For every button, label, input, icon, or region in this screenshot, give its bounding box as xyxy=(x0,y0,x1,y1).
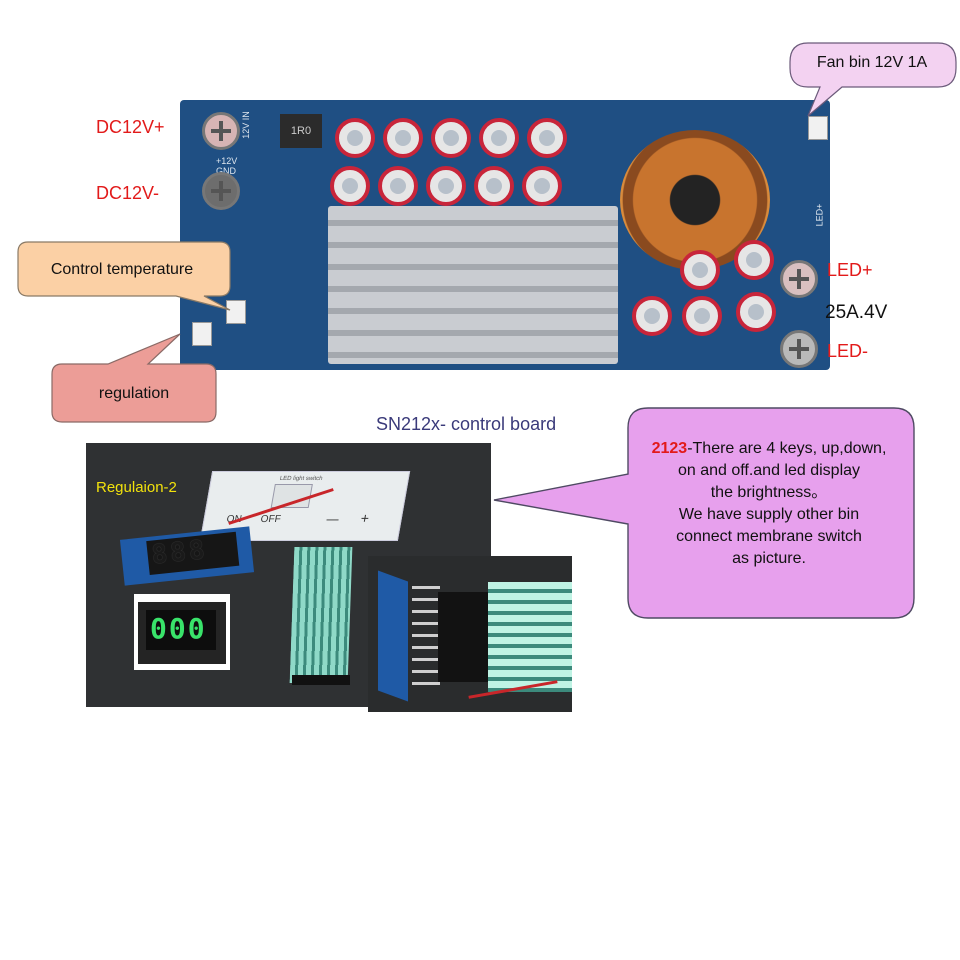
pcb-edge xyxy=(378,570,408,702)
capacitor xyxy=(734,240,774,280)
pcb-gnd-mark: +12V GND xyxy=(216,156,238,176)
temperature-callout-text: Control temperature xyxy=(50,261,194,278)
control-board-photo: 1R0 12V IN +12V GND LED+ xyxy=(170,88,846,388)
capacitor xyxy=(736,292,776,332)
panel-title: LED light switch xyxy=(279,476,323,482)
regulation-callout-text: regulation xyxy=(98,385,170,402)
capacitor xyxy=(426,166,466,206)
led-minus-terminal xyxy=(780,330,818,368)
capacitor xyxy=(680,250,720,290)
blue-display-digits: 888 xyxy=(150,534,210,571)
header-socket xyxy=(438,592,488,682)
description-line-1: 2123-There are 4 keys, up,down, xyxy=(651,440,887,457)
ribbon-traces xyxy=(488,582,572,692)
description-callout-shape xyxy=(493,407,915,619)
description-line-2: on and off.and led display xyxy=(677,462,861,479)
capacitor xyxy=(378,166,418,206)
fan-callout-shape xyxy=(789,42,957,117)
led-minus-label: LED- xyxy=(827,341,869,361)
model-number: 2123 xyxy=(651,440,688,457)
description-line-3: the brightness。 xyxy=(710,484,828,501)
temperature-callout-shape xyxy=(17,241,231,311)
description-line-5: connect membrane switch xyxy=(676,528,862,545)
capacitor xyxy=(479,118,519,158)
key-off[interactable]: OFF xyxy=(259,514,282,525)
pcb: 1R0 12V IN +12V GND LED+ xyxy=(180,100,830,370)
fan-callout-text: Fan bin 12V 1A xyxy=(816,54,928,71)
capacitor xyxy=(682,296,722,336)
blue-display-module: 888 xyxy=(119,526,255,586)
green-display-inset: 000 xyxy=(134,594,230,670)
capacitor xyxy=(330,166,370,206)
led-plus-terminal xyxy=(780,260,818,298)
current-spec-label: 25A.4V xyxy=(825,302,888,323)
description-callout-text: 2123-There are 4 keys, up,down, on and o… xyxy=(628,438,910,570)
regulation-callout-shape xyxy=(51,333,217,423)
capacitor xyxy=(474,166,514,206)
capacitor xyxy=(632,296,672,336)
capacitor xyxy=(522,166,562,206)
regulation-connector xyxy=(192,322,212,346)
description-line-4: We have supply other bin xyxy=(678,506,860,523)
heatsink xyxy=(328,206,618,364)
ribbon-connector xyxy=(292,675,350,685)
regulation-2-label: Regulaion-2 xyxy=(96,479,177,496)
membrane-ribbon-cable xyxy=(289,547,353,683)
board-caption: SN212x- control board xyxy=(376,414,557,434)
key-plus[interactable]: + xyxy=(359,510,371,526)
capacitor xyxy=(431,118,471,158)
capacitor xyxy=(527,118,567,158)
pcb-input-mark: 12V IN xyxy=(240,111,251,139)
capacitor xyxy=(383,118,423,158)
header-pins xyxy=(412,586,440,686)
green-display-digits: 000 xyxy=(150,612,207,645)
dc-minus-label: DC12V- xyxy=(96,183,160,203)
description-line-6: as picture. xyxy=(732,550,806,567)
pcb-out-mark: LED+ xyxy=(814,203,825,227)
connector-closeup-photo xyxy=(368,556,572,712)
temperature-connector xyxy=(226,300,246,324)
dc-plus-terminal xyxy=(202,112,240,150)
fan-connector xyxy=(808,116,828,140)
dc-plus-label: DC12V+ xyxy=(96,117,165,137)
inductor-1r0: 1R0 xyxy=(280,114,322,148)
capacitor xyxy=(335,118,375,158)
key-minus[interactable]: — xyxy=(325,512,340,526)
led-plus-label: LED+ xyxy=(827,260,873,280)
dc-minus-terminal xyxy=(202,172,240,210)
